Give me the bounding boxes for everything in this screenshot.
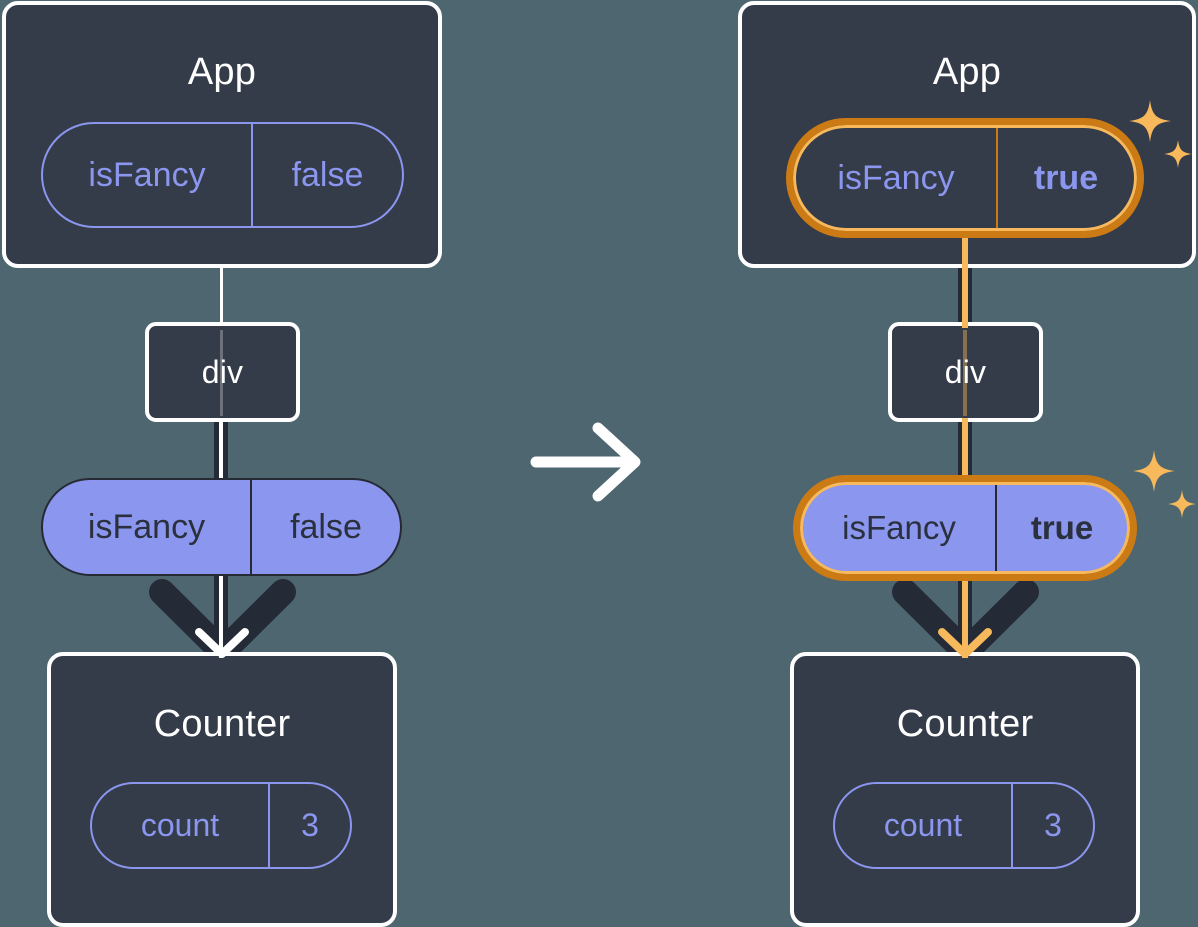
prop-pill-key-after: isFancy bbox=[842, 509, 956, 546]
connector-app-to-div bbox=[220, 262, 223, 324]
app-prop-value: false bbox=[251, 124, 402, 226]
counter-state-value: 3 bbox=[268, 784, 350, 867]
sparkle-icon-app bbox=[1129, 100, 1192, 168]
connector-app-to-div-core-after bbox=[962, 222, 968, 328]
app-prop-key-after: isFancy bbox=[837, 158, 955, 197]
sparkle-icon-prop bbox=[1133, 450, 1196, 518]
prop-pill-key: isFancy bbox=[87, 507, 206, 546]
prop-pill-isfancy-highlighted[interactable]: isFancy true bbox=[793, 475, 1137, 581]
prop-pill-value: false bbox=[250, 480, 400, 574]
counter-state-pill-after[interactable]: count 3 bbox=[833, 782, 1095, 869]
app-prop-pill[interactable]: isFancy false bbox=[41, 122, 404, 228]
connector-behind-div bbox=[220, 330, 223, 416]
counter-state-pill[interactable]: count 3 bbox=[90, 782, 352, 869]
counter-state-key: count bbox=[140, 807, 220, 843]
div-element-box[interactable] bbox=[145, 322, 300, 422]
arrowhead-orange-after bbox=[938, 628, 992, 658]
connector-behind-div-after bbox=[963, 330, 967, 416]
transition-arrow-right-icon bbox=[530, 422, 641, 502]
counter-state-key-after: count bbox=[883, 807, 963, 843]
counter-state-value-after: 3 bbox=[1011, 784, 1093, 867]
app-prop-key: isFancy bbox=[88, 155, 206, 194]
app-prop-value-after: true bbox=[996, 128, 1134, 228]
prop-pill-isfancy[interactable]: isFancy false bbox=[41, 478, 402, 576]
prop-pill-value-after: true bbox=[995, 485, 1127, 571]
app-prop-pill-highlighted[interactable]: isFancy true bbox=[786, 118, 1144, 238]
arrowhead-white bbox=[195, 628, 249, 658]
